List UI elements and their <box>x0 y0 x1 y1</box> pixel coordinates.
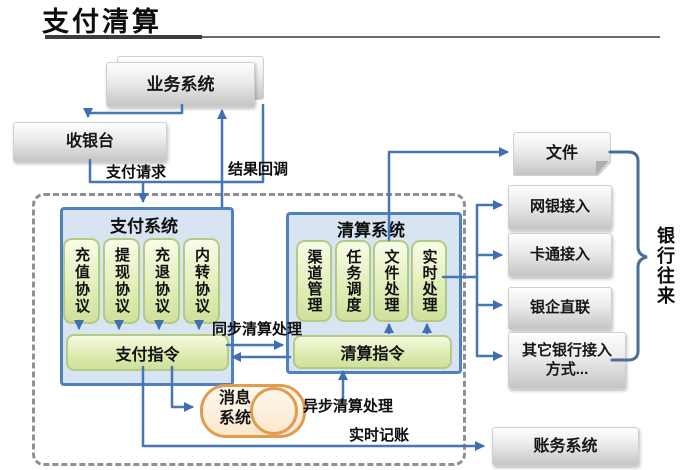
node-accounting-system: 账务系统 <box>492 427 639 466</box>
node-file: 文件 <box>513 132 611 176</box>
node-protocol-recharge: 充值协议 <box>63 238 100 324</box>
node-other-bank-access: 其它银行接入方式... <box>508 332 626 389</box>
title-underline-thin <box>202 36 660 38</box>
payment-system-title: 支付系统 <box>110 217 178 236</box>
node-bank-enterprise-direct: 银企直联 <box>508 287 612 330</box>
node-protocol-internal-transfer: 内转协议 <box>183 238 220 324</box>
label-async-settlement: 异步清算处理 <box>303 398 394 415</box>
system-boundary-dashed-box <box>32 193 466 466</box>
node-business-system: 业务系统 <box>106 62 255 107</box>
page-title: 支付清算 <box>42 7 162 37</box>
node-module-channel-mgmt: 渠道管理 <box>296 240 332 322</box>
node-module-realtime-processing: 实时处理 <box>411 240 447 322</box>
label-sync-settlement: 同步清算处理 <box>212 321 303 338</box>
label-realtime-bookkeeping: 实时记账 <box>349 427 410 444</box>
node-module-file-processing: 文件处理 <box>373 240 409 322</box>
node-module-task-scheduling: 任务调度 <box>335 240 371 322</box>
node-payment-instruction: 支付指令 <box>66 334 229 371</box>
message-system-line1: 消息 <box>218 390 251 407</box>
settlement-system-title: 清算系统 <box>337 221 405 240</box>
node-ebank-access: 网银接入 <box>508 185 612 230</box>
bank-relations-brace <box>608 150 648 362</box>
bank-relations-label: 银行往来 <box>655 226 675 306</box>
label-payment-request: 支付请求 <box>106 164 167 181</box>
node-settlement-instruction: 清算指令 <box>293 335 452 369</box>
label-result-callback: 结果回调 <box>228 161 289 178</box>
node-cashier: 收银台 <box>13 122 167 162</box>
node-protocol-withdraw: 提现协议 <box>103 238 140 324</box>
title-underline-thick <box>45 35 202 39</box>
node-card-access: 卡通接入 <box>508 233 612 277</box>
node-protocol-refund: 充退协议 <box>143 238 180 324</box>
message-system-label: 消息 系统 <box>204 389 266 429</box>
message-system-line2: 系统 <box>218 410 251 427</box>
